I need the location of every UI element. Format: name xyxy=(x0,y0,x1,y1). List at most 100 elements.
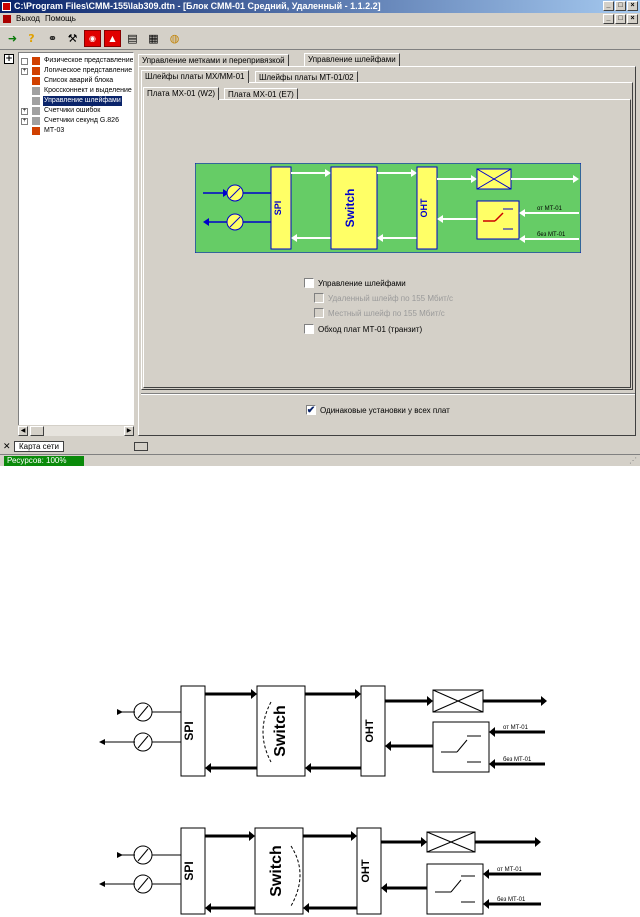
maximize-button[interactable]: □ xyxy=(615,1,626,11)
arrow-icon xyxy=(541,696,547,706)
arrow-icon xyxy=(351,831,357,841)
close-button[interactable]: × xyxy=(627,1,638,11)
tree-horizontal-scrollbar[interactable]: ◀ ▶ xyxy=(18,425,134,436)
app-window: C:\Program Files\CMM-155\lab309.dtn - [Б… xyxy=(0,0,640,466)
info-icon[interactable]: ◍ xyxy=(169,32,180,45)
app-icon xyxy=(2,2,11,11)
port-slash xyxy=(137,877,149,891)
navigation-tree: Физическое представление + Логическое пр… xyxy=(18,52,134,435)
checkbox-label: Управление шлейфами xyxy=(318,278,406,288)
tools-icon[interactable]: ⚒ xyxy=(67,32,78,45)
spi-block xyxy=(180,827,206,915)
resources-indicator: Ресурсов: 100% xyxy=(4,456,84,466)
tree-expander[interactable] xyxy=(21,58,28,65)
expand-icon[interactable]: + xyxy=(4,54,14,64)
tab-labels-management[interactable]: Управление метками и перепривязкой xyxy=(138,54,289,66)
loop-arc xyxy=(262,701,272,763)
tab-mt-loops[interactable]: Шлейфы платы МТ-01/02 xyxy=(255,71,358,83)
tree-expander[interactable]: + xyxy=(21,108,28,115)
remote-loop-checkbox[interactable]: Удаленный шлейф по 155 Мбит/с xyxy=(314,292,453,304)
tree-expander[interactable]: + xyxy=(21,118,28,125)
node-icon xyxy=(32,127,40,135)
checkbox-label: Местный шлейф по 155 Мбит/с xyxy=(328,308,445,318)
help-icon[interactable]: ? xyxy=(28,32,35,45)
stop-icon[interactable]: ◉ xyxy=(84,30,101,47)
switch-label: Switch xyxy=(272,705,289,757)
checkbox-box[interactable] xyxy=(314,293,324,303)
from-mt-label: от МТ-01 xyxy=(537,206,563,212)
mdi-minimize-button[interactable]: _ xyxy=(603,14,614,24)
checkmark-icon[interactable]: ✔ xyxy=(306,404,316,416)
tab-mx-mm-loops[interactable]: Шлейфы платы МХ/ММ-01 xyxy=(141,70,249,83)
menu-help[interactable]: Помощь xyxy=(45,14,76,23)
loop-diagram: SPI Switch ОНТ от МТ-01 xyxy=(195,163,581,253)
arrow-icon xyxy=(427,696,433,706)
node-icon xyxy=(32,57,40,65)
bez-mt-label: без МТ-01 xyxy=(497,897,526,903)
bus-arrow-icon xyxy=(437,215,443,223)
bez-mt-label: без МТ-01 xyxy=(503,757,532,763)
checkbox-box[interactable] xyxy=(314,308,324,318)
arrow-icon xyxy=(381,883,387,893)
spi-label: SPI xyxy=(273,201,283,216)
input-arrow-icon xyxy=(223,189,229,197)
bypass-mt-checkbox[interactable]: Обход плат МТ-01 (транзит) xyxy=(304,323,422,335)
tree-item-label: Список аварий блока xyxy=(44,77,114,84)
monitor-2-icon[interactable]: ▦ xyxy=(148,32,159,45)
node-icon xyxy=(32,107,40,115)
exit-icon[interactable]: ➜ xyxy=(7,32,18,45)
switch-block xyxy=(330,166,378,250)
tab-network-map[interactable]: Карта сети xyxy=(14,441,64,452)
arrow-icon xyxy=(483,869,489,879)
scroll-right-icon[interactable]: ▶ xyxy=(124,426,134,436)
loop-figure-2: SPI Switch ОНТ от МТ-01 без МТ-01 xyxy=(99,827,541,915)
checkbox-label: Одинаковые установки у всех плат xyxy=(320,405,450,415)
bus-arrow-icon xyxy=(519,235,525,243)
arrow-icon xyxy=(535,837,541,847)
arrow-icon xyxy=(117,852,123,858)
same-settings-checkbox[interactable]: ✔ Одинаковые установки у всех плат xyxy=(306,404,450,416)
monitor-icon[interactable]: ▤ xyxy=(127,32,138,45)
tree-item-label: Логическое представление xyxy=(44,67,133,74)
oht-block xyxy=(360,685,386,777)
scroll-left-icon[interactable]: ◀ xyxy=(18,426,28,436)
tab-mx-w2[interactable]: Плата МХ-01 (W2) xyxy=(143,87,220,100)
tab-mx-e7[interactable]: Плата МХ-01 (E7) xyxy=(224,88,298,100)
node-icon xyxy=(32,117,40,125)
node-icon xyxy=(32,97,40,105)
minimize-button[interactable]: _ xyxy=(603,1,614,11)
spi-block xyxy=(270,166,292,250)
oht-label: ОНТ xyxy=(364,719,376,743)
window-toggle-icon[interactable] xyxy=(134,442,148,451)
tree-item-label: МТ-03 xyxy=(44,127,65,134)
checkbox-label: Удаленный шлейф по 155 Мбит/с xyxy=(328,293,453,303)
arrow-icon xyxy=(99,739,105,745)
from-mt-label: от МТ-01 xyxy=(503,725,529,731)
node-icon xyxy=(32,77,40,85)
switch-block xyxy=(256,685,306,777)
bus-arrow-icon xyxy=(573,175,579,183)
local-loop-checkbox[interactable]: Местный шлейф по 155 Мбит/с xyxy=(314,307,445,319)
port-slash xyxy=(137,735,149,749)
bus-arrow-icon xyxy=(519,209,525,217)
tree-item-label: Счетчики ошибок xyxy=(44,107,101,114)
loop-management-checkbox[interactable]: Управление шлейфами xyxy=(304,277,406,289)
checkbox-box[interactable] xyxy=(304,324,314,334)
tab-loops-management[interactable]: Управление шлейфами xyxy=(304,53,400,66)
checkbox-box[interactable] xyxy=(304,278,314,288)
connect-icon[interactable]: ⚭ xyxy=(47,32,58,45)
resize-grip-icon[interactable]: ⋰ xyxy=(629,456,637,465)
arrow-icon xyxy=(303,903,309,913)
menu-exit[interactable]: Выход xyxy=(16,14,40,23)
tree-expander[interactable]: + xyxy=(21,68,28,75)
mdi-restore-button[interactable]: □ xyxy=(615,14,626,24)
close-icon[interactable]: ✕ xyxy=(3,442,11,452)
node-icon xyxy=(32,67,40,75)
mdi-close-button[interactable]: × xyxy=(627,14,638,24)
port-slash xyxy=(137,848,149,862)
scroll-thumb[interactable] xyxy=(30,426,44,436)
alarm-icon[interactable]: ▲ xyxy=(104,30,121,47)
loop-figure-1: SPI Switch ОНТ от МТ-01 без МТ-01 xyxy=(99,685,547,777)
from-mt-label: от МТ-01 xyxy=(497,867,523,873)
bez-mt-label: без МТ-01 xyxy=(537,232,566,238)
